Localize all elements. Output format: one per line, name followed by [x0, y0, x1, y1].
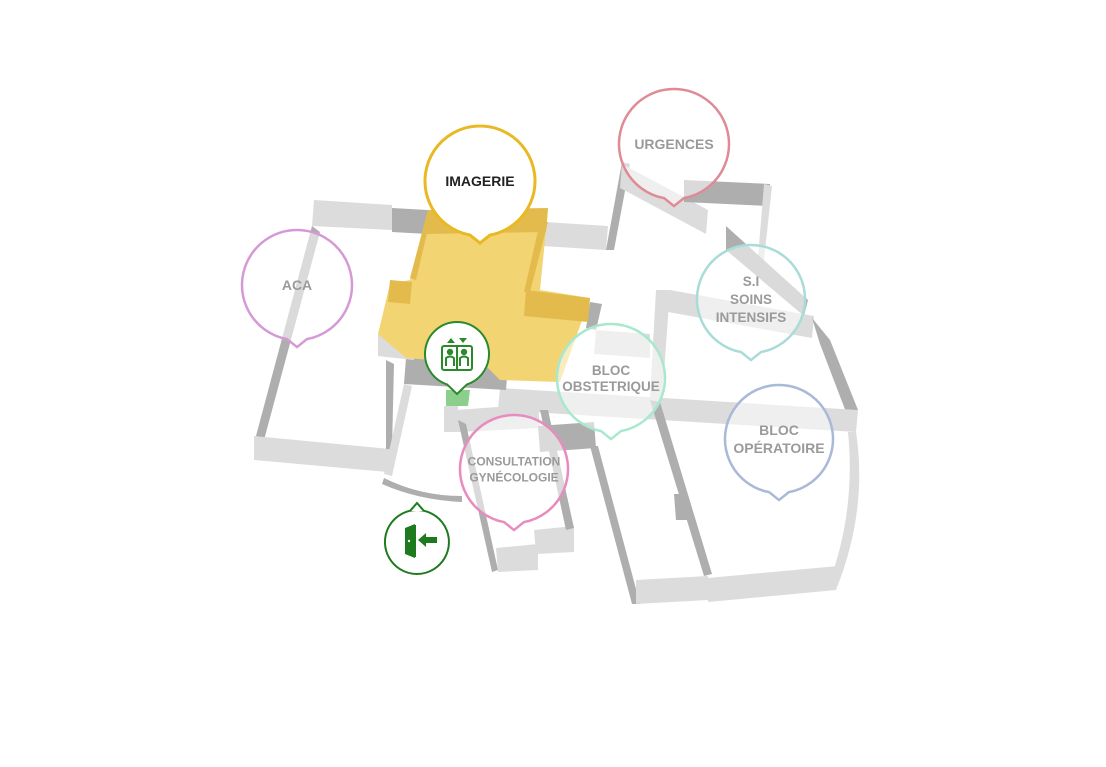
- wall-lower-room-left: [384, 384, 412, 476]
- wall-urgences-right: [758, 184, 772, 260]
- elevator-marker[interactable]: [423, 320, 491, 396]
- bubble-imagerie-label: IMAGERIE: [445, 173, 514, 189]
- wall-corridor-top: [543, 222, 608, 250]
- bubble-soins-intensifs-label: SOINS: [730, 292, 772, 307]
- wall-operating-bottom-left: [636, 576, 708, 604]
- bubble-aca-label: ACA: [282, 277, 312, 293]
- bubble-urgences[interactable]: URGENCES: [617, 87, 731, 208]
- wall-operating-pillar: [674, 494, 688, 520]
- bubble-soins-intensifs-label: S.I: [743, 274, 760, 289]
- entrance-pin-tip: [409, 501, 425, 512]
- bubble-bloc-obstetrique-outline: [555, 322, 667, 441]
- wall-si-curve: [812, 318, 858, 412]
- bubble-consultation-gynecologie-label: CONSULTATION: [468, 454, 561, 468]
- wall-operating-bottom: [708, 566, 838, 602]
- imagerie-wall-inner: [524, 222, 548, 292]
- bubble-bloc-operatoire[interactable]: BLOC OPÉRATOIRE: [723, 383, 835, 502]
- imagerie-wall-west: [388, 280, 412, 304]
- bubble-urgences-outline: [617, 87, 731, 208]
- bubble-bloc-operatoire-label: BLOC: [759, 422, 799, 438]
- wall-aca-right: [386, 360, 394, 449]
- entrance-pin: [383, 509, 450, 575]
- elevator-icon: [441, 338, 473, 371]
- bubble-soins-intensifs-label: INTENSIFS: [716, 310, 787, 325]
- bubble-bloc-obstetrique-label: OBSTETRIQUE: [562, 379, 660, 394]
- elevator-floor-marker: [446, 390, 470, 406]
- bubble-soins-intensifs-outline: [695, 243, 807, 362]
- wall-aca-bottom: [254, 436, 390, 472]
- wall-gyneco-corner: [444, 406, 458, 432]
- entrance-marker[interactable]: [383, 501, 450, 575]
- bubble-bloc-operatoire-label: OPÉRATOIRE: [733, 440, 824, 456]
- imagerie-wall-left: [410, 210, 432, 280]
- wall-entrance-curve: [382, 478, 462, 502]
- bubble-soins-intensifs[interactable]: S.I SOINS INTENSIFS: [695, 243, 807, 362]
- bubble-consultation-gynecologie-label: GYNÉCOLOGIE: [469, 469, 558, 484]
- wall-gyneco-bottom-right: [534, 526, 574, 554]
- bubble-urgences-label: URGENCES: [634, 136, 713, 152]
- bubble-aca[interactable]: ACA: [240, 228, 354, 349]
- wall-obstetric-corner: [586, 302, 602, 330]
- wall-operating-curve: [828, 432, 860, 590]
- imagerie-wall-east: [524, 290, 590, 322]
- wall-operating-inner: [650, 400, 712, 576]
- wall-imaging-inner: [392, 208, 428, 234]
- wall-aca-top: [312, 200, 392, 230]
- entrance-door-icon: [405, 524, 437, 558]
- bubble-imagerie-outline: [423, 124, 537, 246]
- bubble-consultation-gynecologie-outline: [458, 413, 570, 532]
- bubble-bloc-obstetrique-label: BLOC: [592, 363, 630, 378]
- bubble-imagerie[interactable]: IMAGERIE: [423, 124, 537, 246]
- wall-gyneco-bottom: [496, 544, 538, 572]
- bubble-aca-outline: [240, 228, 354, 349]
- bubble-bloc-operatoire-outline: [723, 383, 835, 502]
- wall-operating-left: [590, 446, 640, 604]
